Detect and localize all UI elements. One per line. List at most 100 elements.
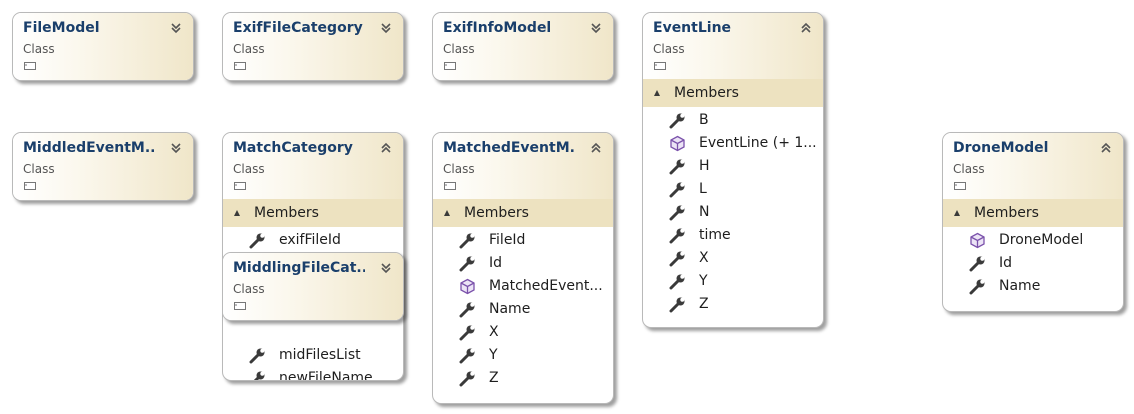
expand-chevron-icon[interactable] bbox=[589, 21, 603, 35]
member-name: Y bbox=[699, 273, 708, 289]
member-name: Z bbox=[699, 296, 709, 312]
section-collapse-triangle-icon[interactable] bbox=[954, 210, 960, 216]
section-label: Members bbox=[674, 85, 739, 101]
wrench-icon bbox=[669, 204, 686, 221]
member-row[interactable]: exifFileId bbox=[223, 229, 403, 252]
class-name: ExifInfoModel bbox=[443, 20, 552, 36]
member-name: FileId bbox=[489, 232, 526, 248]
collapse-chevron-icon[interactable] bbox=[379, 141, 393, 155]
member-name: H bbox=[699, 158, 710, 174]
member-name: time bbox=[699, 227, 731, 243]
class-shape-icon bbox=[444, 182, 456, 190]
member-row[interactable]: B bbox=[643, 109, 823, 132]
member-name: Name bbox=[489, 301, 531, 317]
class-box-middled-event-model[interactable]: MiddledEventM... Class bbox=[12, 132, 194, 201]
member-row[interactable]: Y bbox=[433, 344, 613, 367]
member-row[interactable]: time bbox=[643, 224, 823, 247]
members-section-header[interactable]: Members bbox=[223, 199, 403, 227]
member-row[interactable]: Name bbox=[433, 298, 613, 321]
member-name: newFileName bbox=[279, 370, 373, 381]
wrench-icon bbox=[669, 227, 686, 244]
member-name: MatchedEvent... bbox=[489, 278, 603, 294]
member-name: Name bbox=[999, 278, 1041, 294]
member-name: X bbox=[489, 324, 499, 340]
wrench-icon bbox=[249, 347, 266, 364]
member-name: Id bbox=[489, 255, 503, 271]
expand-chevron-icon[interactable] bbox=[169, 21, 183, 35]
wrench-icon bbox=[459, 232, 476, 249]
expand-chevron-icon[interactable] bbox=[379, 21, 393, 35]
class-header: ExifFileCategory Class bbox=[223, 13, 403, 80]
member-row[interactable]: DroneModel bbox=[943, 229, 1123, 252]
member-row[interactable]: FileId bbox=[433, 229, 613, 252]
member-row[interactable]: midFilesList bbox=[223, 344, 403, 367]
member-row[interactable]: EventLine (+ 1... bbox=[643, 132, 823, 155]
class-kind-label: Class bbox=[443, 42, 475, 56]
member-row[interactable]: Id bbox=[943, 252, 1123, 275]
wrench-icon bbox=[459, 347, 476, 364]
class-header: MatchCategory Class bbox=[223, 133, 403, 199]
class-box-exif-info-model[interactable]: ExifInfoModel Class bbox=[432, 12, 614, 81]
method-cube-icon bbox=[969, 232, 986, 249]
section-label: Members bbox=[974, 205, 1039, 221]
member-row[interactable]: Name bbox=[943, 275, 1123, 298]
method-cube-icon bbox=[459, 278, 476, 295]
member-list: exifFileId midFilesList newFileName bbox=[223, 227, 403, 381]
member-row[interactable]: X bbox=[433, 321, 613, 344]
class-header: MiddledEventM... Class bbox=[13, 133, 193, 200]
section-label: Members bbox=[464, 205, 529, 221]
class-name: MiddlingFileCat... bbox=[233, 260, 365, 276]
member-name: X bbox=[699, 250, 709, 266]
member-row[interactable]: X bbox=[643, 247, 823, 270]
class-box-file-model[interactable]: FileModel Class bbox=[12, 12, 194, 81]
class-kind-label: Class bbox=[23, 162, 55, 176]
class-name: DroneModel bbox=[953, 140, 1049, 156]
class-shape-icon bbox=[954, 182, 966, 190]
member-row[interactable]: Z bbox=[433, 367, 613, 390]
class-header: EventLine Class bbox=[643, 13, 823, 79]
wrench-icon bbox=[669, 250, 686, 267]
class-header: MiddlingFileCat... Class bbox=[223, 253, 403, 320]
wrench-icon bbox=[459, 255, 476, 272]
class-kind-label: Class bbox=[953, 162, 985, 176]
expand-chevron-icon[interactable] bbox=[379, 261, 393, 275]
class-shape-icon bbox=[234, 182, 246, 190]
class-box-exif-file-category[interactable]: ExifFileCategory Class bbox=[222, 12, 404, 81]
member-row[interactable]: L bbox=[643, 178, 823, 201]
collapse-chevron-icon[interactable] bbox=[1099, 141, 1113, 155]
member-name: B bbox=[699, 112, 709, 128]
class-kind-label: Class bbox=[233, 162, 265, 176]
wrench-icon bbox=[459, 370, 476, 387]
member-row[interactable]: Z bbox=[643, 293, 823, 316]
collapse-chevron-icon[interactable] bbox=[799, 21, 813, 35]
members-section-header[interactable]: Members bbox=[943, 199, 1123, 227]
members-section-header[interactable]: Members bbox=[643, 79, 823, 107]
member-name: Id bbox=[999, 255, 1013, 271]
class-shape-icon bbox=[24, 182, 36, 190]
member-name: midFilesList bbox=[279, 347, 361, 363]
section-collapse-triangle-icon[interactable] bbox=[234, 210, 240, 216]
class-shape-icon bbox=[24, 62, 36, 70]
class-shape-icon bbox=[654, 62, 666, 70]
class-name: ExifFileCategory bbox=[233, 20, 363, 36]
class-name: EventLine bbox=[653, 20, 732, 36]
class-box-middling-file-category[interactable]: MiddlingFileCat... Class bbox=[222, 252, 404, 321]
section-collapse-triangle-icon[interactable] bbox=[444, 210, 450, 216]
member-row[interactable]: Y bbox=[643, 270, 823, 293]
expand-chevron-icon[interactable] bbox=[169, 141, 183, 155]
member-row[interactable]: Id bbox=[433, 252, 613, 275]
member-row[interactable]: N bbox=[643, 201, 823, 224]
collapse-chevron-icon[interactable] bbox=[589, 141, 603, 155]
class-kind-label: Class bbox=[443, 162, 475, 176]
member-row[interactable]: MatchedEvent... bbox=[433, 275, 613, 298]
member-name: Y bbox=[489, 347, 498, 363]
section-collapse-triangle-icon[interactable] bbox=[654, 90, 660, 96]
members-section-header[interactable]: Members bbox=[433, 199, 613, 227]
class-box-event-line[interactable]: EventLine Class Members B EventLine (+ 1.… bbox=[642, 12, 824, 328]
member-row[interactable]: H bbox=[643, 155, 823, 178]
member-row[interactable]: newFileName bbox=[223, 367, 403, 381]
